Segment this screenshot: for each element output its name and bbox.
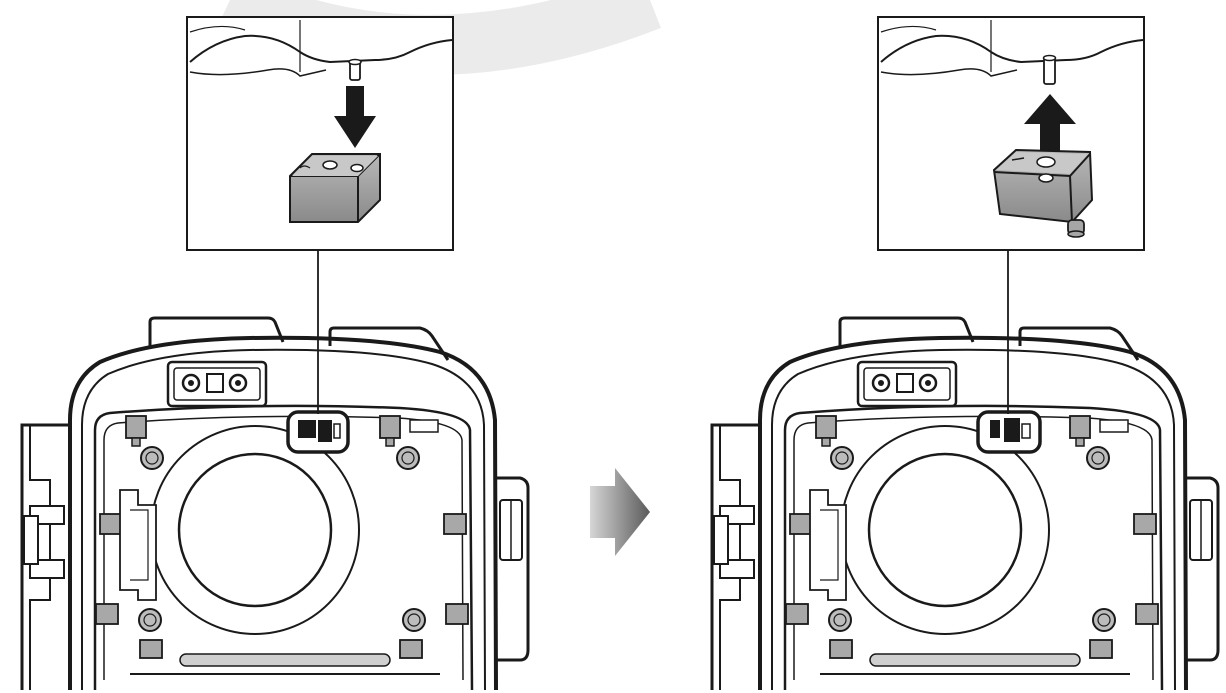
right-arrow-icon xyxy=(590,468,650,556)
housing-drawing-after xyxy=(710,316,1220,692)
highlight-ring-after xyxy=(976,410,1042,454)
panel-after xyxy=(710,16,1220,692)
lock-part-before xyxy=(289,153,381,223)
lock-part-after xyxy=(992,148,1094,238)
housing-drawing-before xyxy=(20,316,530,692)
callout-box-after xyxy=(877,16,1145,251)
arrow-up-icon xyxy=(1024,94,1076,156)
highlight-ring-before xyxy=(286,410,350,454)
arrow-down-icon xyxy=(334,86,376,148)
panel-before xyxy=(20,16,530,692)
callout-box-before xyxy=(186,16,454,251)
